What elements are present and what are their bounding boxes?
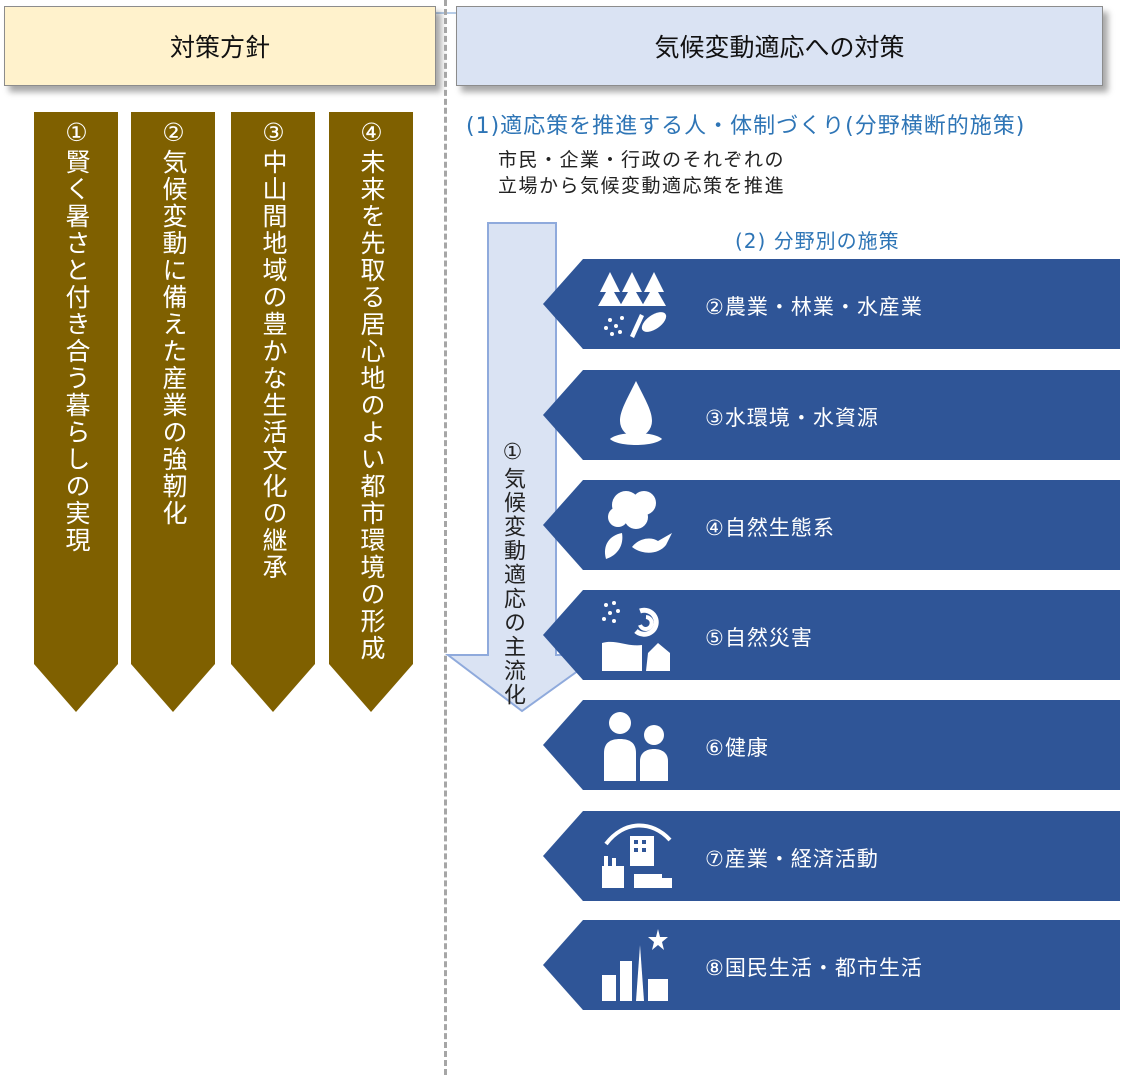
policy-column-1 bbox=[34, 112, 118, 712]
header-policy-label: 対策方針 bbox=[169, 33, 270, 62]
policy-column-3 bbox=[231, 112, 315, 712]
storm-disaster-icon bbox=[602, 601, 670, 671]
header-policy: 対策方針 bbox=[4, 6, 436, 86]
field-label-city: ⑧国民生活・都市生活 bbox=[705, 956, 923, 980]
field-label-health: ⑥健康 bbox=[705, 736, 769, 760]
section1-desc-line1: 市民・企業・行政のそれぞれの bbox=[498, 149, 786, 171]
section2-title: (2) 分野別の施策 bbox=[735, 229, 900, 253]
field-label-ecosystem: ④自然生態系 bbox=[705, 516, 835, 540]
industry-icon bbox=[602, 823, 672, 888]
field-label-water: ③水環境・水資源 bbox=[705, 406, 879, 430]
policy-column-1-label: ①賢く暑さと付き合う暮らしの実現 bbox=[62, 118, 91, 554]
section1-description: 市民・企業・行政のそれぞれの 立場から気候変動適応策を推進 bbox=[498, 147, 785, 199]
field-label-industry: ⑦産業・経済活動 bbox=[705, 847, 879, 871]
mainstream-label: ①気候変動適応の主流化 bbox=[500, 440, 525, 707]
field-box-health bbox=[543, 700, 1120, 790]
forest-fish-icon bbox=[598, 272, 667, 338]
policy-column-3-label: ③中山間地域の豊かな生活文化の継承 bbox=[259, 118, 288, 581]
policy-column-2 bbox=[131, 112, 215, 712]
policy-column-4-label: ④未来を先取る居心地のよい都市環境の形成 bbox=[357, 118, 386, 662]
people-icon bbox=[604, 712, 668, 781]
section1-desc-line2: 立場から気候変動適応策を推進 bbox=[498, 175, 786, 197]
field-label-agriculture: ②農業・林業・水産業 bbox=[705, 295, 923, 319]
policy-column-4 bbox=[329, 112, 413, 712]
city-icon bbox=[602, 929, 668, 1001]
header-measures: 気候変動適応への対策 bbox=[456, 6, 1103, 86]
header-measures-label: 気候変動適応への対策 bbox=[654, 33, 905, 62]
section1-title: (1)適応策を推進する人・体制づくり(分野横断的施策) bbox=[466, 114, 1026, 139]
dashed-divider bbox=[444, 0, 447, 1075]
tree-bird-icon bbox=[604, 491, 672, 559]
policy-column-2-label: ②気候変動に備えた産業の強靭化 bbox=[159, 118, 188, 527]
field-label-disaster: ⑤自然災害 bbox=[705, 626, 813, 650]
water-drop-icon bbox=[610, 381, 662, 445]
